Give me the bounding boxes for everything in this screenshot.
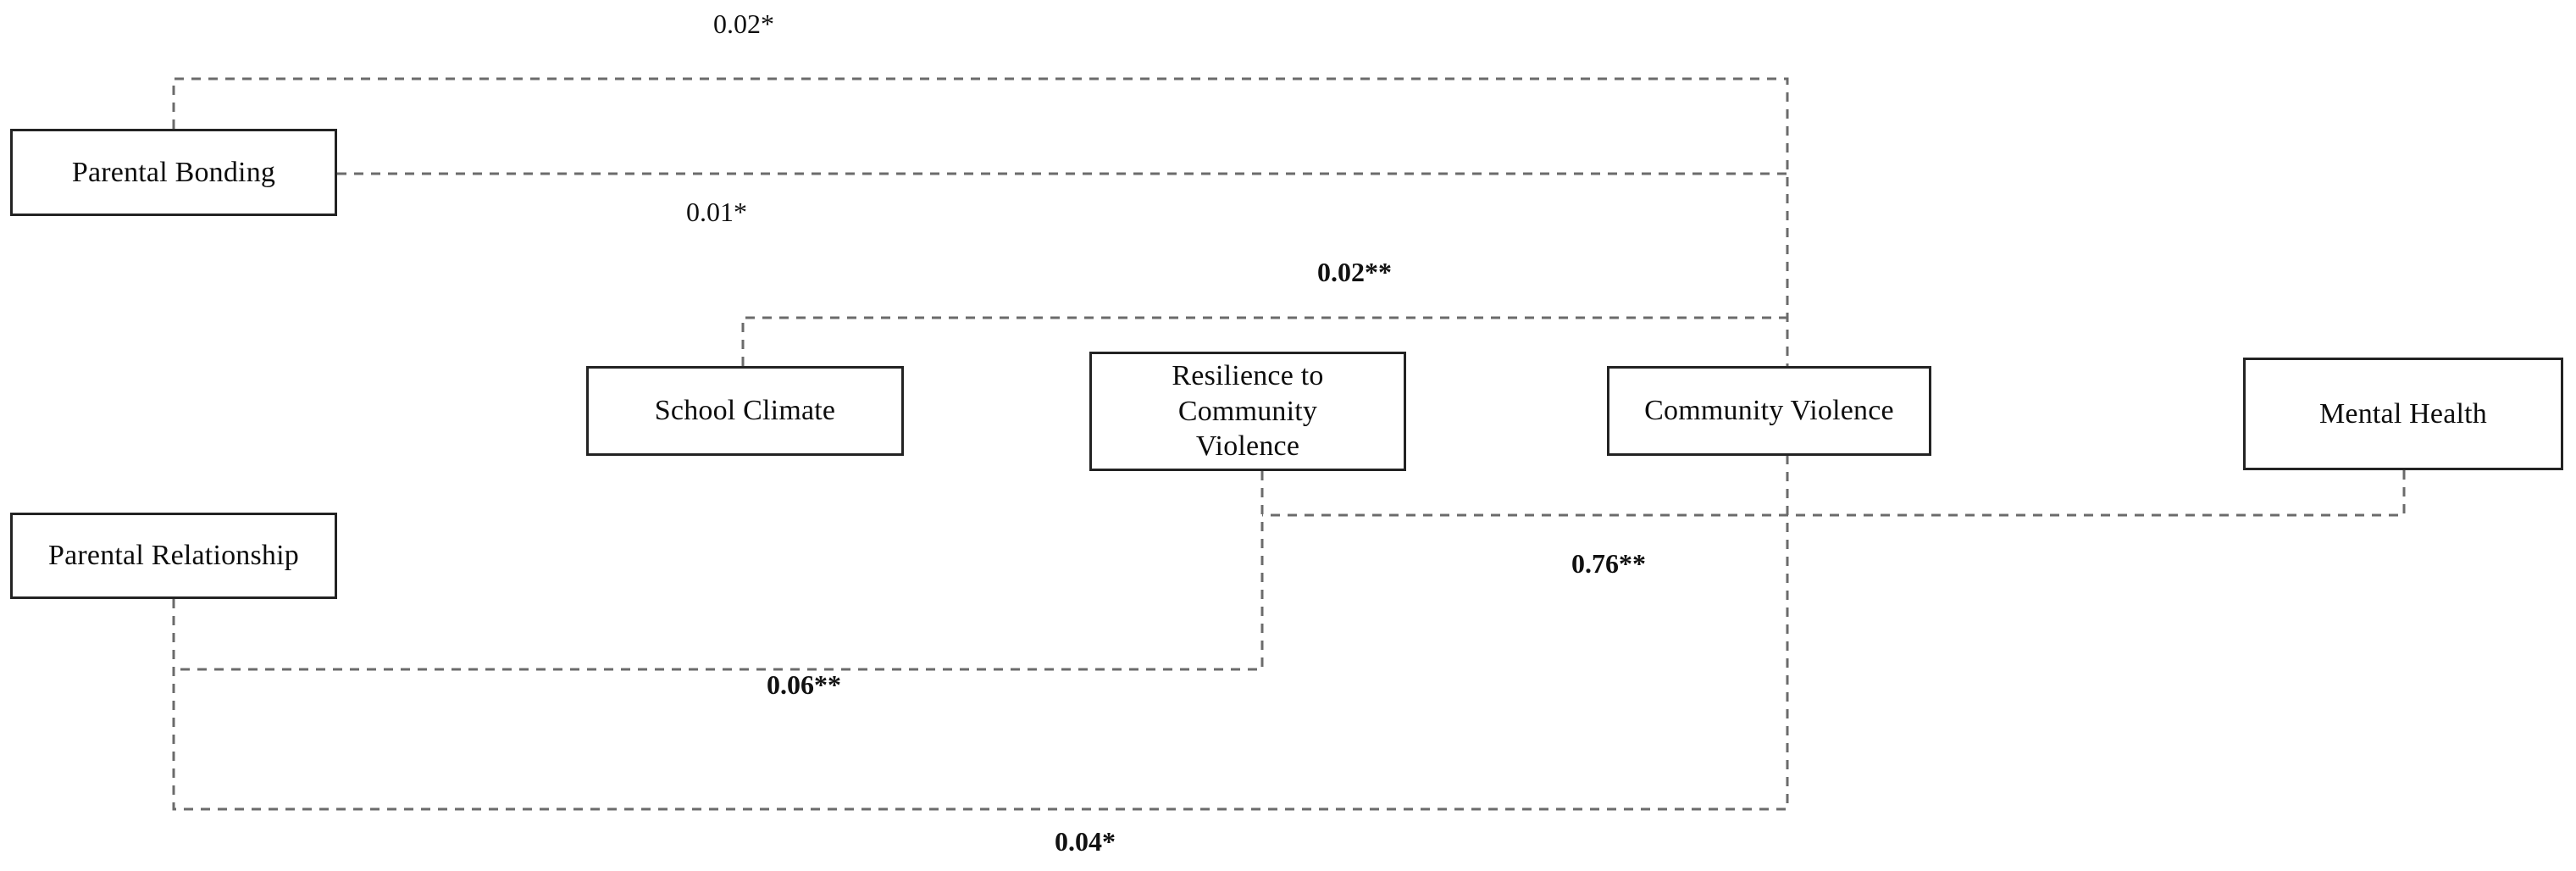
node-community-violence[interactable]: Community Violence bbox=[1607, 366, 1931, 456]
edge-coefficient-label: 0.02* bbox=[713, 8, 774, 39]
node-label: Community Violence bbox=[1644, 395, 1894, 427]
node-parental-bonding[interactable]: Parental Bonding bbox=[10, 129, 337, 216]
node-mental-health[interactable]: Mental Health bbox=[2243, 358, 2563, 470]
node-label: School Climate bbox=[654, 395, 836, 427]
edge-parental-bonding-to-community-violence bbox=[172, 77, 1789, 366]
edge-coefficient-label: 0.76** bbox=[1571, 548, 1646, 579]
edge-resilience-to-parental-relationship bbox=[174, 471, 1264, 671]
node-parental-relationship[interactable]: Parental Relationship bbox=[10, 513, 337, 599]
edge-coefficient-label: 0.06** bbox=[767, 669, 841, 700]
node-label: Parental Bonding bbox=[71, 156, 276, 188]
node-label: Mental Health bbox=[2318, 397, 2488, 430]
edge-coefficient-label: 0.01* bbox=[686, 197, 747, 227]
edge-coefficient-label: 0.04* bbox=[1055, 826, 1116, 857]
node-label: Parental Relationship bbox=[48, 540, 299, 572]
edge-coefficient-label: 0.02** bbox=[1317, 257, 1392, 287]
node-school-climate[interactable]: School Climate bbox=[586, 366, 904, 456]
edge-parental-relationship-to-community-violence bbox=[172, 456, 1789, 811]
edge-mental-health-to-resilience bbox=[1262, 470, 2406, 517]
